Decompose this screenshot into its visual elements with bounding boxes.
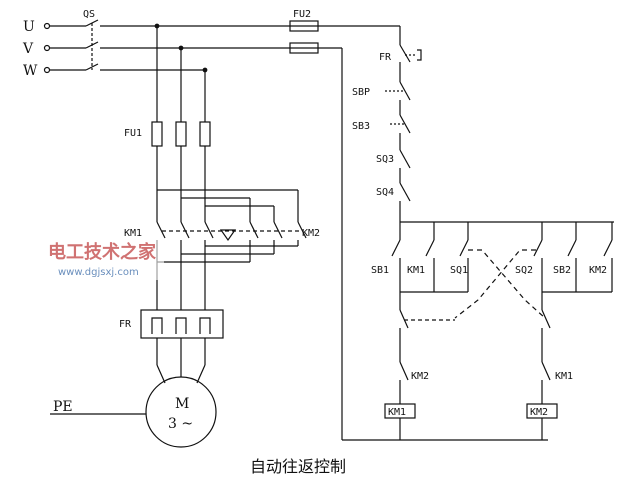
diagram-caption: 自动往返控制 bbox=[250, 457, 346, 476]
fu2-fuses bbox=[289, 20, 548, 441]
qs-label: QS bbox=[83, 9, 95, 20]
watermark-url: www.dgjsxj.com bbox=[58, 267, 139, 278]
sq4-label: SQ4 bbox=[376, 187, 394, 198]
km1-main-label: KM1 bbox=[124, 228, 142, 239]
watermark-title: 电工技术之家 bbox=[48, 241, 157, 263]
motor-symbol bbox=[145, 376, 217, 448]
sbp-label: SBP bbox=[352, 87, 370, 98]
main-circuit bbox=[50, 23, 307, 448]
watermark: 电工技术之家 www.dgjsxj.com bbox=[4, 238, 164, 280]
sq3-label: SQ3 bbox=[376, 154, 394, 165]
fu1-label: FU1 bbox=[124, 128, 142, 139]
sb3-label: SB3 bbox=[352, 121, 370, 132]
pe-label: PE bbox=[53, 399, 73, 415]
coil-km2-label: KM2 bbox=[530, 407, 548, 418]
coil-km1-label: KM1 bbox=[388, 407, 406, 418]
sb2-label: SB2 bbox=[553, 265, 571, 276]
sb1-label: SB1 bbox=[371, 265, 389, 276]
fr-main-label: FR bbox=[119, 319, 132, 330]
motor-m-label: M bbox=[175, 396, 189, 412]
control-circuit bbox=[384, 26, 614, 440]
fu2-label: FU2 bbox=[293, 9, 311, 20]
motor-phase-label: 3 ~ bbox=[168, 416, 193, 432]
km2-main-label: KM2 bbox=[302, 228, 320, 239]
phase-u-label: U bbox=[23, 19, 35, 35]
phase-w-label: W bbox=[23, 63, 38, 79]
sq2-label: SQ2 bbox=[515, 265, 533, 276]
km1-hold-label: KM1 bbox=[407, 265, 425, 276]
km2-hold-label: KM2 bbox=[589, 265, 607, 276]
km2-interlock-label: KM2 bbox=[411, 371, 429, 382]
phase-v-label: V bbox=[22, 41, 34, 57]
sq1-label: SQ1 bbox=[450, 265, 468, 276]
supply-lines bbox=[43, 19, 400, 74]
km1-interlock-label: KM1 bbox=[555, 371, 573, 382]
fr-ctrl-label: FR bbox=[379, 52, 392, 63]
